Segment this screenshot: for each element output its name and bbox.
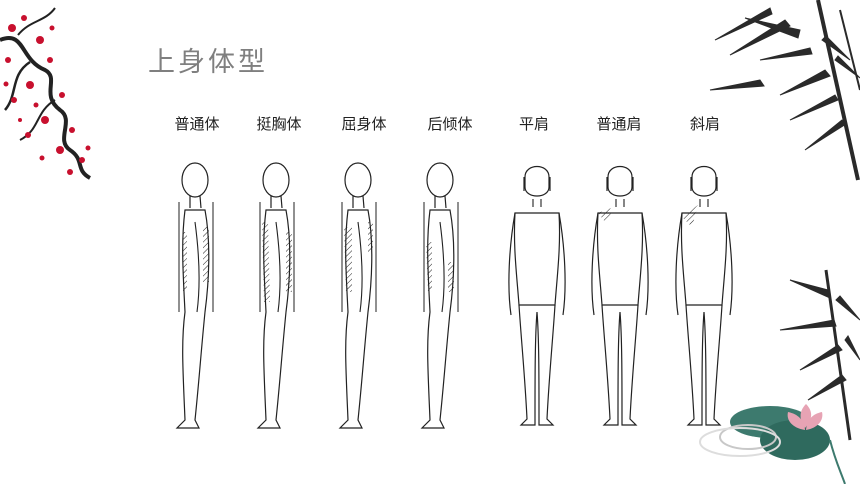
label-sloped-shoulder: 斜肩 bbox=[689, 115, 720, 133]
bamboo-top-right-image bbox=[709, 0, 860, 181]
plum-blossom-branch-image bbox=[0, 7, 92, 180]
figure-flat-shoulder bbox=[508, 165, 566, 426]
label-stooped-body: 屈身体 bbox=[341, 115, 387, 133]
lotus-image bbox=[699, 404, 846, 484]
label-normal-shoulder: 普通肩 bbox=[596, 115, 642, 133]
figure-normal-body bbox=[176, 162, 214, 429]
bamboo-bottom-right-image bbox=[779, 269, 860, 441]
figure-stooped-body bbox=[339, 162, 377, 429]
label-flat-shoulder: 平肩 bbox=[518, 115, 549, 133]
figure-sloped-shoulder bbox=[675, 165, 733, 426]
slide-title: 上身体型 bbox=[148, 47, 268, 78]
figure-chest-out-body bbox=[257, 162, 295, 429]
label-normal-body: 普通体 bbox=[174, 115, 220, 133]
label-chest-out-body: 挺胸体 bbox=[256, 115, 302, 133]
label-backward-lean-body: 后倾体 bbox=[427, 115, 473, 133]
figure-normal-shoulder bbox=[591, 165, 649, 426]
figure-backward-lean-body bbox=[421, 162, 459, 429]
